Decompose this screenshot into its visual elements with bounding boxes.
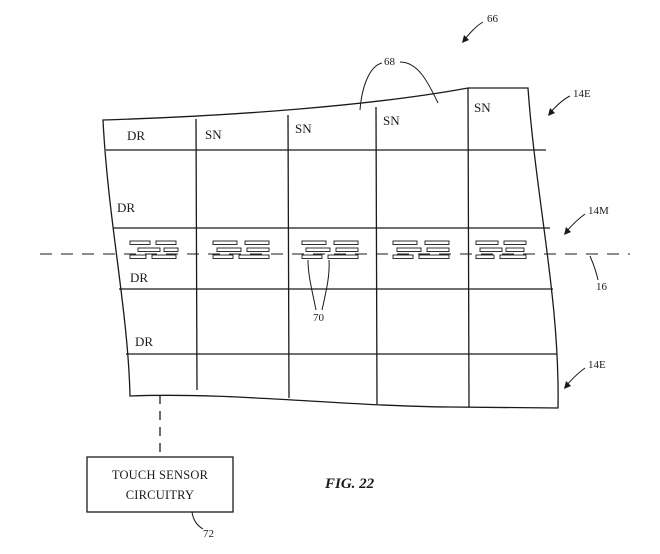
sense-line-3 (375, 106, 378, 405)
ref-14m-leader (565, 213, 586, 233)
label-sn-1: SN (205, 127, 222, 142)
ref-16-group: 16 (589, 255, 608, 293)
ref-72-leader (191, 511, 204, 530)
ref-66-arrowhead (462, 35, 469, 43)
ref-66: 66 (487, 13, 499, 25)
label-dr-2: DR (117, 200, 135, 215)
ref-14e-bottom-arrowhead (564, 381, 571, 389)
figure-caption: FIG. 22 (324, 476, 375, 492)
ref-68-leader-left (359, 62, 383, 111)
panel-outline (102, 87, 559, 409)
ref-68-leader-right (399, 61, 439, 104)
segment-group-5 (475, 240, 527, 259)
label-dr-3: DR (130, 270, 148, 285)
ref-70-leader-left (307, 259, 317, 311)
label-sn-3: SN (383, 113, 400, 128)
label-sn-4: SN (474, 100, 491, 115)
ref-16: 16 (596, 281, 608, 293)
ref-70-leader-right (321, 259, 330, 311)
ref-70: 70 (313, 312, 325, 324)
ref-14e-top-group: 14E (548, 88, 591, 116)
ref-66-group: 66 (462, 13, 499, 43)
ref-16-leader (589, 255, 599, 281)
ref-14e-top-leader (549, 95, 571, 114)
ref-70-group: 70 (307, 259, 330, 324)
segment-groups (129, 240, 527, 259)
circuitry-box-line1: TOUCH SENSOR (112, 468, 209, 482)
touch-sensor-circuitry-box: TOUCH SENSOR CIRCUITRY (86, 456, 234, 513)
ref-14e-bottom-leader (565, 367, 586, 387)
label-sn-2: SN (295, 121, 312, 136)
segment-group-1 (129, 240, 179, 259)
ref-72: 72 (203, 528, 214, 540)
ref-72-group: 72 (191, 511, 214, 540)
circuitry-box-line2: CIRCUITRY (126, 488, 194, 502)
ref-14m-arrowhead (564, 227, 571, 235)
ref-14m: 14M (588, 205, 609, 217)
ref-14e-bottom: 14E (588, 359, 606, 371)
sense-line-2 (287, 114, 290, 399)
ref-14m-group: 14M (564, 205, 609, 235)
label-dr-1: DR (127, 128, 145, 143)
sense-line-4 (467, 87, 470, 408)
label-dr-4: DR (135, 334, 153, 349)
segment-group-2 (212, 240, 270, 259)
ref-14e-top-arrowhead (548, 108, 555, 116)
ref-14e-top: 14E (573, 88, 591, 100)
ref-68: 68 (384, 56, 396, 68)
ref-14e-bottom-group: 14E (564, 359, 606, 389)
segment-group-3 (301, 240, 359, 259)
ref-68-group: 68 (359, 56, 439, 111)
circuitry-box-outline (86, 456, 234, 513)
ref-66-leader (463, 21, 484, 41)
segment-group-4 (392, 240, 450, 259)
